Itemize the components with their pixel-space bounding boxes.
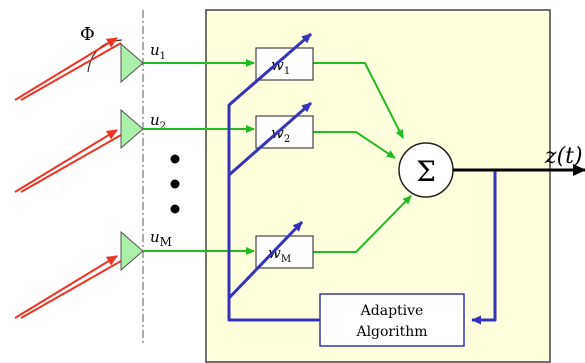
incoming-wave bbox=[14, 37, 118, 101]
incoming-wave bbox=[14, 129, 118, 193]
incoming-wave bbox=[20, 260, 122, 319]
weighted-path-2 bbox=[313, 131, 396, 159]
antenna-elements bbox=[120, 42, 144, 272]
feedback-path bbox=[471, 170, 497, 325]
incoming-wave bbox=[20, 42, 122, 101]
weighted-path-1 bbox=[313, 62, 404, 139]
signal-lines bbox=[143, 59, 412, 255]
control-branch-top bbox=[227, 32, 312, 298]
antenna-element-icon bbox=[120, 230, 144, 272]
input-label-m: uM bbox=[150, 228, 172, 249]
adaptive-algorithm-line2: Algorithm bbox=[355, 324, 427, 340]
phi-label: Φ bbox=[80, 24, 95, 45]
output-label: z(t) bbox=[544, 144, 583, 169]
control-bus bbox=[227, 297, 320, 322]
adaptive-algorithm-line1: Adaptive bbox=[360, 303, 424, 319]
ellipsis-dot bbox=[170, 154, 180, 164]
incoming-wave bbox=[20, 134, 122, 193]
adaptive-algorithm-box bbox=[319, 293, 465, 347]
ellipsis-dot bbox=[170, 204, 180, 214]
control-lines bbox=[227, 32, 497, 325]
incoming-wave bbox=[14, 255, 118, 319]
ellipsis-dot bbox=[170, 179, 180, 189]
weighted-path-m bbox=[313, 195, 412, 253]
antenna-element-icon bbox=[120, 42, 144, 84]
input-label-1: u1 bbox=[150, 41, 166, 62]
incoming-waves bbox=[14, 37, 122, 319]
input-label-2: u2 bbox=[150, 111, 166, 132]
sum-symbol: Σ bbox=[416, 155, 436, 188]
control-branch-m bbox=[227, 220, 304, 300]
control-branch-2 bbox=[228, 101, 312, 177]
antenna-element-icon bbox=[120, 108, 144, 150]
